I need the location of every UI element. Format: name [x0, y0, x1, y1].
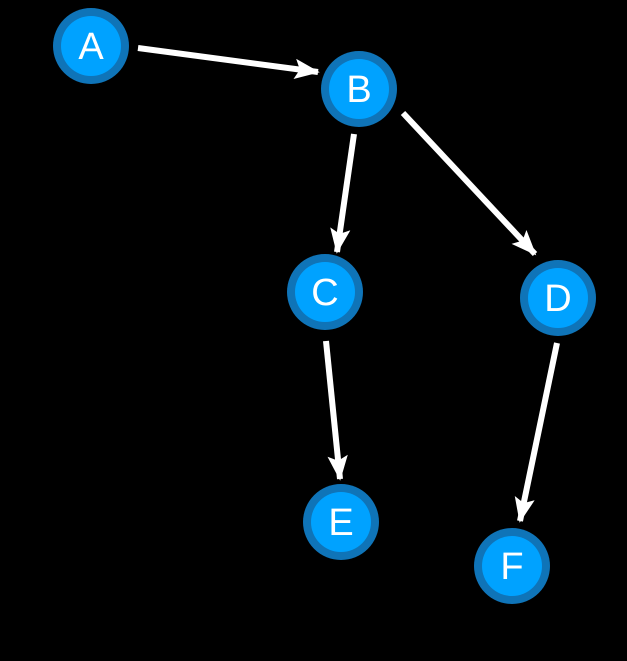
edge-b-to-d [400, 110, 538, 257]
node-core-c [295, 262, 355, 322]
node-core-e [311, 492, 371, 552]
edge-b-to-c [330, 133, 357, 254]
node-label-b: B [346, 69, 371, 111]
edges-layer [137, 45, 560, 523]
nodes-layer: A B C D E F [53, 8, 596, 604]
edge-a-to-b [137, 45, 320, 80]
graph-node-d[interactable]: D [520, 260, 596, 336]
graph-node-f[interactable]: F [474, 528, 550, 604]
graph-node-c[interactable]: C [287, 254, 363, 330]
graph-node-a[interactable]: A [53, 8, 129, 84]
graph-node-e[interactable]: E [303, 484, 379, 560]
node-core-d [528, 268, 588, 328]
graph-node-b[interactable]: B [321, 51, 397, 127]
node-core-b [329, 59, 389, 119]
node-label-a: A [78, 26, 104, 68]
node-label-e: E [328, 502, 353, 544]
edge-c-to-e [323, 340, 348, 481]
edge-d-to-f [514, 342, 560, 523]
node-label-d: D [544, 278, 571, 320]
node-label-c: C [311, 272, 338, 314]
node-core-a [61, 16, 121, 76]
node-core-f [482, 536, 542, 596]
node-label-f: F [500, 546, 523, 588]
